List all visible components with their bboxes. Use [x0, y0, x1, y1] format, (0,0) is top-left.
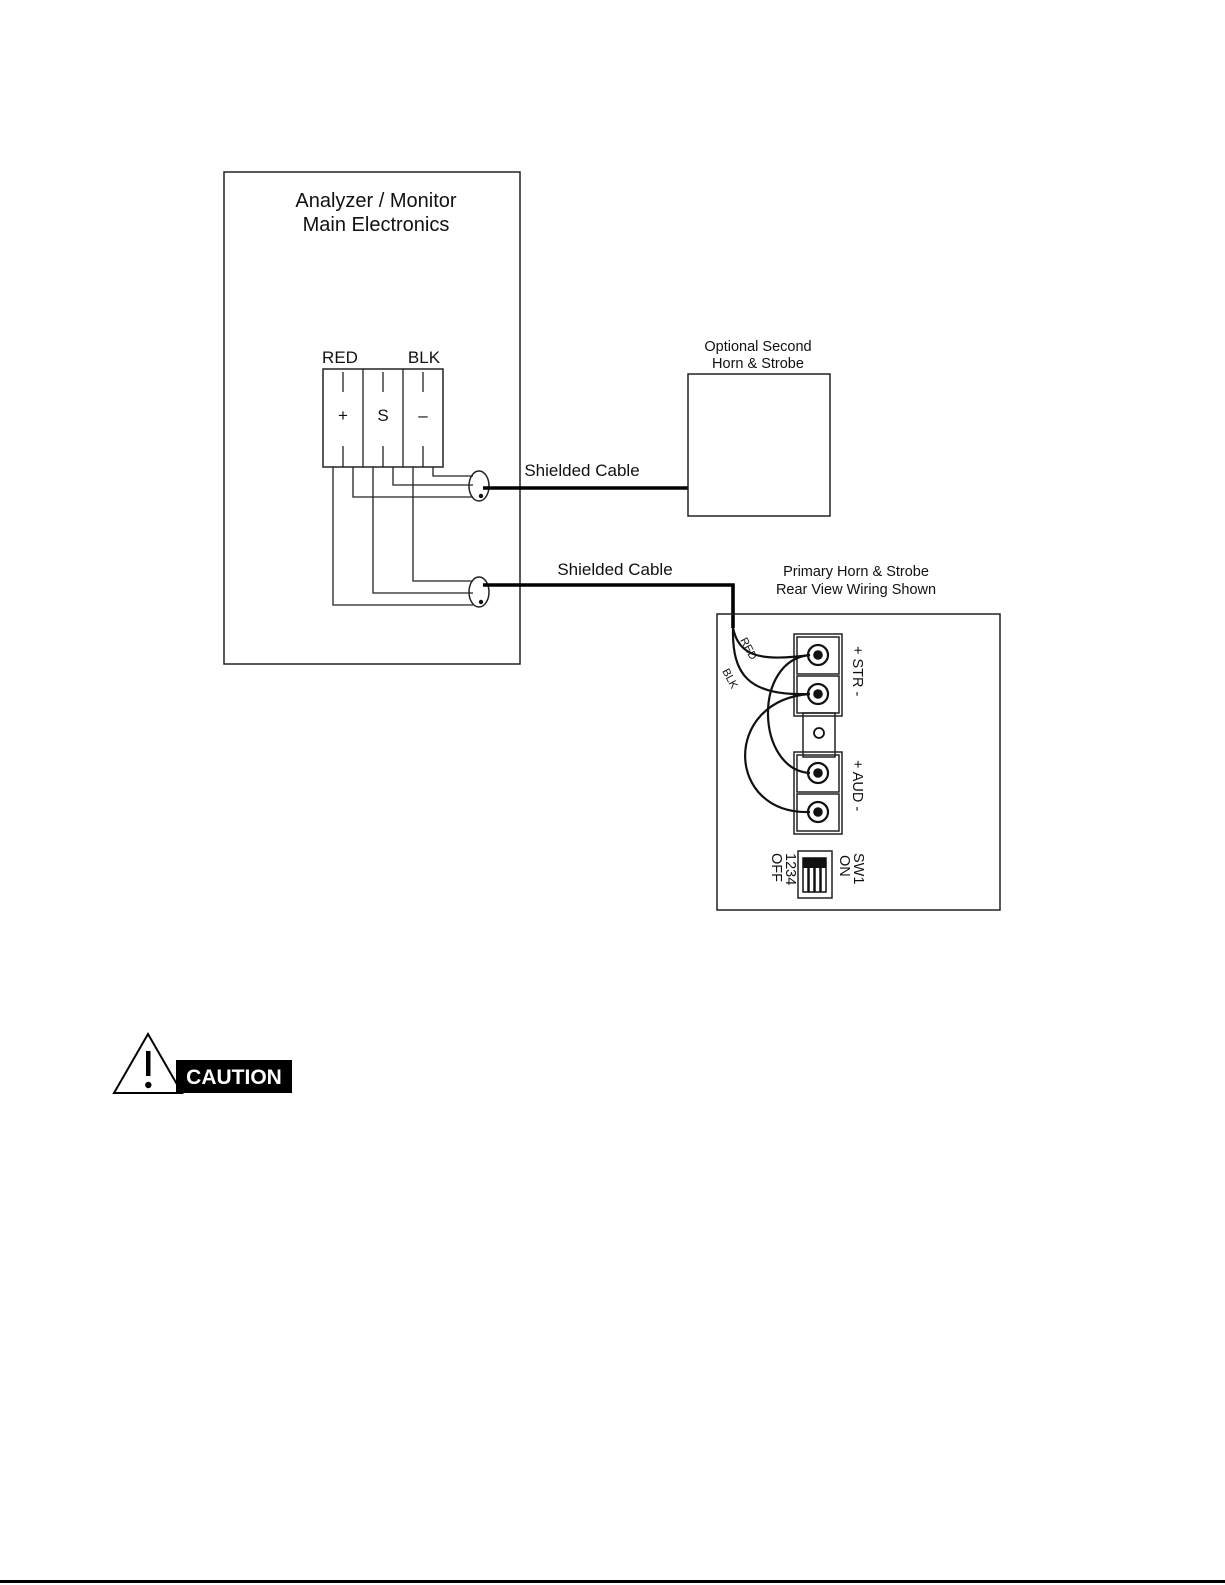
- lower-internal-wiring: [333, 467, 473, 605]
- main-electronics-unit: Analyzer / Monitor Main Electronics RED …: [224, 172, 520, 664]
- terminal-shield: S: [377, 406, 388, 425]
- strobe-terminal-label: + STR -: [849, 646, 865, 697]
- screw-audio-minus: [808, 802, 828, 822]
- terminal-minus: –: [418, 406, 428, 425]
- main-unit-title-line2: Main Electronics: [303, 214, 450, 236]
- terminal-label-red: RED: [322, 348, 358, 367]
- caution-badge: CAUTION: [114, 1034, 292, 1093]
- screw-strobe-plus: [808, 645, 828, 665]
- dip-switch-off-label: OFF: [768, 853, 784, 882]
- wire-blk-label: BLK: [719, 667, 740, 692]
- screw-strobe-minus: [808, 684, 828, 704]
- secondary-unit-title-line2: Horn & Strobe: [712, 356, 804, 372]
- main-unit-box: [224, 172, 520, 664]
- dip-switch-on-label: ON: [836, 855, 852, 877]
- terminal-plus: +: [338, 406, 348, 425]
- dip-switch-sw1: [798, 851, 832, 898]
- terminal-label-blk: BLK: [408, 348, 441, 367]
- screw-audio-plus: [808, 763, 828, 783]
- terminal-strip-bridge: [803, 713, 835, 757]
- audio-terminal-label: + AUD -: [849, 760, 865, 811]
- upper-cable-label: Shielded Cable: [524, 461, 639, 480]
- secondary-horn-strobe-unit: Optional Second Horn & Strobe: [688, 339, 830, 516]
- caution-label: CAUTION: [186, 1066, 282, 1089]
- secondary-unit-box: [688, 374, 830, 516]
- primary-unit-title-line1: Primary Horn & Strobe: [783, 564, 929, 580]
- upper-shielded-cable: Shielded Cable: [483, 461, 688, 488]
- primary-unit-wiring: [733, 628, 810, 812]
- bottom-rule: [0, 1580, 1225, 1583]
- primary-horn-strobe-unit: Primary Horn & Strobe Rear View Wiring S…: [717, 564, 1000, 910]
- primary-unit-title-line2: Rear View Wiring Shown: [776, 582, 936, 598]
- primary-terminal-strip: [794, 634, 842, 834]
- terminal-block: + S –: [323, 369, 443, 467]
- secondary-unit-title-line1: Optional Second: [704, 339, 811, 355]
- main-unit-title-line1: Analyzer / Monitor: [295, 190, 457, 212]
- wire-red-label: RED: [737, 636, 759, 662]
- lower-cable-label: Shielded Cable: [557, 560, 672, 579]
